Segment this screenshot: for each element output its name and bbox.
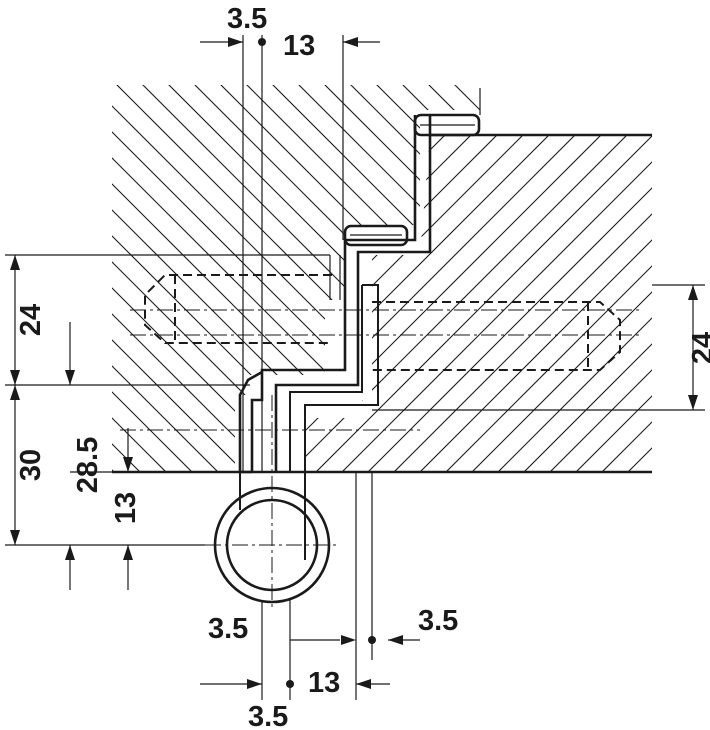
hatch-line <box>0 0 112 730</box>
hatch-line <box>0 0 86 730</box>
hatch-line <box>305 135 555 472</box>
dim-bottom-13: 13 <box>308 667 340 699</box>
hatch-line <box>112 85 217 472</box>
hatch-line <box>305 135 652 472</box>
hatch-line <box>473 135 652 472</box>
extension-lines <box>5 35 705 700</box>
hatch-line <box>305 135 652 472</box>
hatch-line <box>0 0 60 730</box>
hatch-line <box>213 85 480 472</box>
dim-left-28-5: 28.5 <box>72 437 104 493</box>
hatch-line <box>305 135 652 472</box>
hatch-line <box>112 85 480 472</box>
hatch-line <box>305 135 633 472</box>
dim-left-30: 30 <box>15 449 47 481</box>
hatch-line <box>112 85 480 472</box>
dim-bottom-3-5-left: 3.5 <box>208 613 248 645</box>
hatch-line <box>0 0 8 730</box>
dim-top-13: 13 <box>283 30 315 62</box>
dim-right-24: 24 <box>687 332 710 364</box>
dim-left-24: 24 <box>15 304 47 336</box>
hatch-line <box>112 85 165 472</box>
hatch-line <box>161 85 480 472</box>
hatch-line <box>112 85 480 472</box>
hatch-line <box>112 85 480 472</box>
hatch-line <box>239 85 480 472</box>
hatch-line <box>421 135 652 472</box>
hatch-line <box>305 135 652 472</box>
middle-cap <box>343 224 409 247</box>
hatch-line <box>0 0 86 730</box>
dimension-arrows <box>10 37 698 689</box>
hatch-line <box>112 85 480 472</box>
dim-bottom-3-5-lower: 3.5 <box>248 701 288 730</box>
hatch-line <box>0 0 294 730</box>
hatch-line <box>112 85 480 472</box>
hatch-line <box>0 0 242 730</box>
hatch-line <box>0 0 164 730</box>
hatch-line <box>112 85 139 472</box>
hatch-line <box>112 85 480 472</box>
hatch-line <box>317 85 480 472</box>
hatch-line <box>305 135 347 472</box>
hatch-line <box>112 85 373 472</box>
hatch-line <box>305 135 652 472</box>
hatch-line <box>291 85 480 472</box>
hatch-line <box>112 85 191 472</box>
hatch-line <box>305 135 652 472</box>
hatch-line <box>305 135 652 472</box>
hatch-line <box>135 85 480 472</box>
hatch-line <box>0 0 190 730</box>
hatch-line <box>112 85 480 472</box>
hatch-line <box>317 135 652 472</box>
top-cap <box>413 113 481 137</box>
hatch-line <box>112 85 399 472</box>
hatch-line <box>305 135 652 472</box>
hatch-line <box>305 135 652 472</box>
hatch-line <box>0 0 34 730</box>
dim-top-3-5: 3.5 <box>227 3 267 35</box>
hatch-line <box>0 0 8 730</box>
hatch-line <box>187 85 480 472</box>
hatch-line <box>112 85 480 472</box>
hatch-line <box>305 135 652 472</box>
hatch-line <box>265 85 480 472</box>
hinge-body <box>238 113 481 560</box>
hatch-line <box>112 85 480 472</box>
hatch-line <box>112 85 347 472</box>
dim-bottom-3-5-right: 3.5 <box>418 605 458 637</box>
hatch-line <box>0 0 60 730</box>
hatch-line <box>112 85 295 472</box>
dim-left-13: 13 <box>110 492 142 524</box>
hatch-line <box>421 85 480 472</box>
hatch-line <box>305 135 607 472</box>
hatch-line <box>473 85 480 472</box>
hatch-line <box>0 0 34 730</box>
hatch-line <box>305 135 399 472</box>
hatch-line <box>0 0 138 730</box>
hinge-barrel <box>205 395 340 610</box>
hatch-line <box>305 135 652 472</box>
section-outlines <box>112 88 652 474</box>
hatch-line <box>112 85 113 472</box>
hatch-line <box>305 135 373 472</box>
hatch-line <box>112 85 480 472</box>
hatch-line <box>305 135 652 472</box>
hatch-line <box>112 85 243 472</box>
fixing-dowels <box>120 274 640 431</box>
hatch-line <box>0 0 216 730</box>
